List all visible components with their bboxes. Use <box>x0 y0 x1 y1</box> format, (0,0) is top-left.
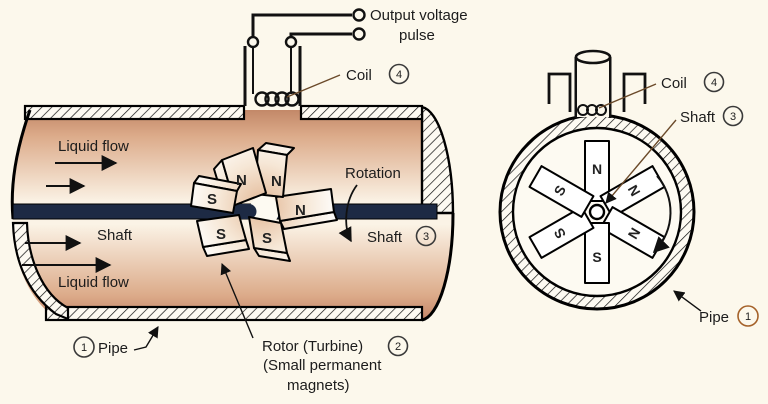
coil-winding-icon <box>577 104 607 116</box>
coil-top <box>574 49 612 65</box>
rotation-label: Rotation <box>345 165 401 182</box>
side-view: N N N S S S Output voltage pulse <box>10 7 468 394</box>
pipe-top-wall-left <box>23 104 246 121</box>
magnet-arm-bottom <box>584 222 610 284</box>
pipe-number: 1 <box>745 311 751 323</box>
shaft-leader-line <box>605 119 677 204</box>
rotor-turbine: N N N S S S <box>190 142 338 262</box>
cross-section-view: N N N S S S Coil 4 Shaft <box>498 49 759 327</box>
output-voltage-label: Output voltage <box>370 7 468 24</box>
magnet-letter: S <box>207 191 217 208</box>
pipe-right-cap-edge <box>421 212 455 322</box>
rotation-arrow-icon <box>338 184 358 243</box>
coil-number-badge <box>703 71 725 93</box>
blade-bottom <box>248 216 288 254</box>
shaft-rounded-end <box>238 204 257 219</box>
magnet-arm-lower-left <box>528 206 595 259</box>
rotor-label-line3: magnets) <box>287 377 350 394</box>
output-wiring <box>246 8 366 49</box>
coil-bracket-left <box>547 72 572 112</box>
shaft-number: 3 <box>423 231 429 243</box>
magnet-letter: N <box>236 172 247 189</box>
coil-label: Coil <box>661 75 687 92</box>
shaft-center-icon <box>588 203 606 221</box>
pipe-bottom-wall <box>44 305 424 322</box>
pipe-left-cap-section <box>11 221 70 321</box>
coil-number: 4 <box>711 77 717 89</box>
rotor-number: 2 <box>395 341 401 353</box>
liquid-flow-bottom-label: Liquid flow <box>58 274 129 291</box>
magnet-letter: S <box>592 249 601 265</box>
pipe-number-badge <box>73 336 95 358</box>
pipe-number: 1 <box>81 342 87 354</box>
liquid-flow-top-label: Liquid flow <box>58 138 129 155</box>
rotor-number-badge <box>387 335 409 357</box>
output-pulse-label: pulse <box>399 27 435 44</box>
magnet-letter: S <box>216 226 226 243</box>
pickup-coil-cross <box>547 49 647 118</box>
coil-leader-line <box>286 74 341 98</box>
shaft-label: Shaft <box>97 227 133 244</box>
blade-lower-left <box>196 214 247 248</box>
shaft-ref-label: Shaft <box>367 229 403 246</box>
shaft-number-badge <box>722 105 744 127</box>
coil-number: 4 <box>396 69 402 81</box>
wire-junction-dot <box>246 35 260 49</box>
shaft-label: Shaft <box>680 109 716 126</box>
pickup-coil <box>243 46 302 107</box>
blade-left <box>190 182 238 214</box>
magnet-arm-upper-left <box>528 165 595 218</box>
coil-body <box>577 57 609 117</box>
pipe-leader-line <box>673 290 702 312</box>
magnet-letter: N <box>295 202 306 219</box>
magnet-arm-top <box>584 140 610 202</box>
pipe-number-badge <box>737 305 759 327</box>
pipe-right-cap-bottom <box>422 213 454 320</box>
pipe-label: Pipe <box>699 309 729 326</box>
pipe-leader-line <box>133 326 159 351</box>
blade-right <box>275 188 335 222</box>
coil-leader-line <box>598 83 657 109</box>
shaft-number-badge <box>415 225 437 247</box>
magnet-letter: N <box>592 161 602 177</box>
rotor-leader-line <box>220 262 254 339</box>
coil-winding-icon <box>254 91 300 107</box>
coil-number-badge <box>388 63 410 85</box>
rotor-label-line2: (Small permanent <box>263 357 382 374</box>
magnet-letter: S <box>262 230 272 247</box>
wire-junction-dot <box>284 35 298 49</box>
pipe-right-cap-top <box>420 105 455 215</box>
magnet-letter: N <box>271 173 282 190</box>
rotor-label-line1: Rotor (Turbine) <box>262 338 363 355</box>
shaft-number: 3 <box>730 111 736 123</box>
pipe-top-wall-right <box>299 104 424 121</box>
rotation-arrow-icon <box>652 175 672 254</box>
output-terminal-icon <box>352 27 366 41</box>
coil-label: Coil <box>346 67 372 84</box>
output-terminal-icon <box>352 8 366 22</box>
pipe-left-mouth-arc <box>10 109 32 220</box>
pipe-label: Pipe <box>98 340 128 357</box>
